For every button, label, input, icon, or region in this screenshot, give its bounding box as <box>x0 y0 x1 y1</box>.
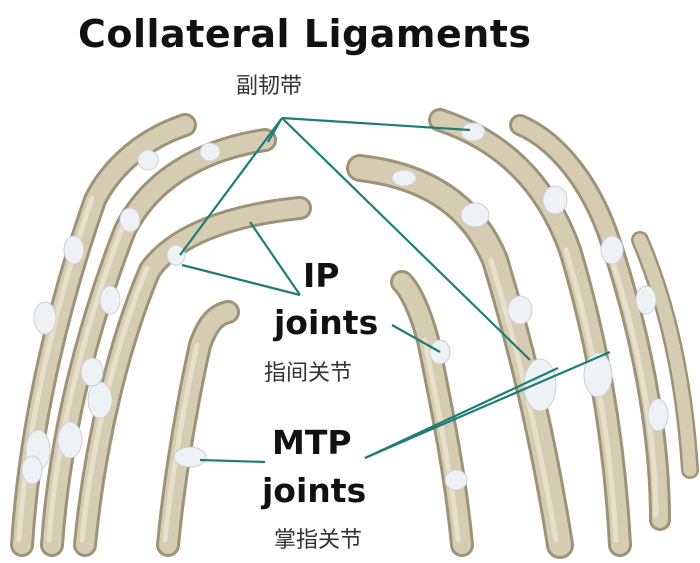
pointer-lines <box>179 116 611 464</box>
pointer-mtp-to-right-joint-a <box>364 350 611 460</box>
ip-joints-label-line1: IP <box>303 256 340 295</box>
right-hand-bones <box>346 108 699 559</box>
mtp-joints-cn-label: 掌指关节 <box>274 528 363 553</box>
pointer-ip-to-upper-joint <box>249 221 301 296</box>
pointer-collateral-to-right-top <box>281 116 471 132</box>
mtp-joints-label-line2: joints <box>262 471 367 510</box>
pointer-mtp-to-left-joint <box>199 458 266 464</box>
pointer-collateral-to-upper-left <box>267 117 283 143</box>
center-finger-bones <box>390 270 474 557</box>
pointer-collateral-to-right-mtp <box>281 117 531 361</box>
pointer-ip-to-center-joint <box>391 324 441 353</box>
ip-joints-label-line2: joints <box>274 303 379 342</box>
pointer-mtp-to-right-joint-b <box>364 367 559 459</box>
diagram-title: Collateral Ligaments <box>78 12 532 56</box>
left-hand-ligaments <box>21 142 221 485</box>
left-hand-bones <box>10 113 312 557</box>
collateral-ligaments-cn-label: 副韧带 <box>236 74 303 99</box>
pointer-ip-to-left-joint <box>181 263 301 297</box>
right-hand-ligaments <box>391 122 669 432</box>
ip-joints-cn-label: 指间关节 <box>264 361 353 386</box>
pointer-collateral-to-left-finger <box>179 117 283 256</box>
mtp-joints-label-line1: MTP <box>272 423 352 462</box>
